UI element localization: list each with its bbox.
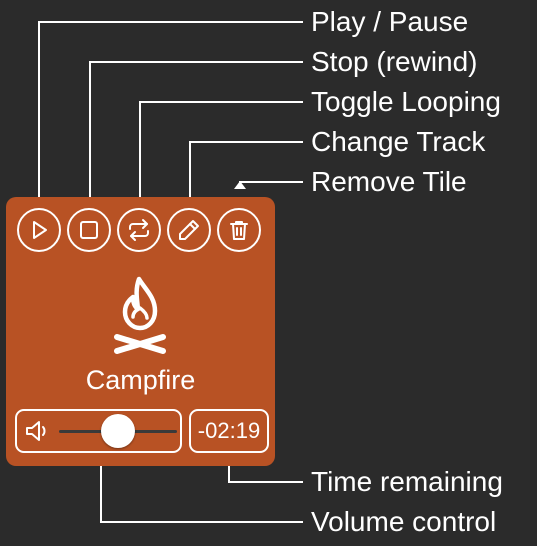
change-track-button[interactable] — [167, 208, 211, 252]
speaker-icon[interactable] — [25, 419, 51, 443]
campfire-icon — [114, 276, 166, 354]
leader-change-track — [189, 141, 303, 218]
callout-change-track: Change Track — [311, 126, 486, 157]
sound-tile: Campfire -02:19 — [6, 197, 275, 466]
leader-stop — [89, 61, 303, 218]
toggle-looping-button[interactable] — [117, 208, 161, 252]
play-pause-button[interactable] — [17, 208, 61, 252]
leader-volume-control — [100, 454, 303, 523]
leader-play-pause — [38, 21, 303, 218]
leader-loop — [139, 101, 303, 218]
play-icon — [33, 221, 47, 239]
callout-play-pause: Play / Pause — [311, 6, 469, 37]
stop-icon — [80, 221, 98, 239]
stop-button[interactable] — [67, 208, 111, 252]
volume-slider-thumb[interactable] — [101, 414, 135, 448]
loop-icon — [129, 219, 149, 241]
time-remaining: -02:19 — [189, 409, 269, 453]
remove-tile-arrowhead — [234, 181, 246, 189]
leader-remove-tile — [239, 181, 303, 183]
track-name: Campfire — [85, 365, 196, 395]
pencil-icon — [179, 220, 199, 240]
volume-control — [15, 409, 182, 453]
callout-toggle-looping: Toggle Looping — [311, 86, 501, 117]
callout-time-remaining: Time remaining — [311, 466, 503, 497]
callout-remove-tile: Remove Tile — [311, 166, 467, 197]
remove-tile-button[interactable] — [217, 208, 261, 252]
callout-volume-control: Volume control — [311, 506, 497, 537]
callout-stop: Stop (rewind) — [311, 46, 478, 77]
trash-icon — [230, 221, 248, 240]
